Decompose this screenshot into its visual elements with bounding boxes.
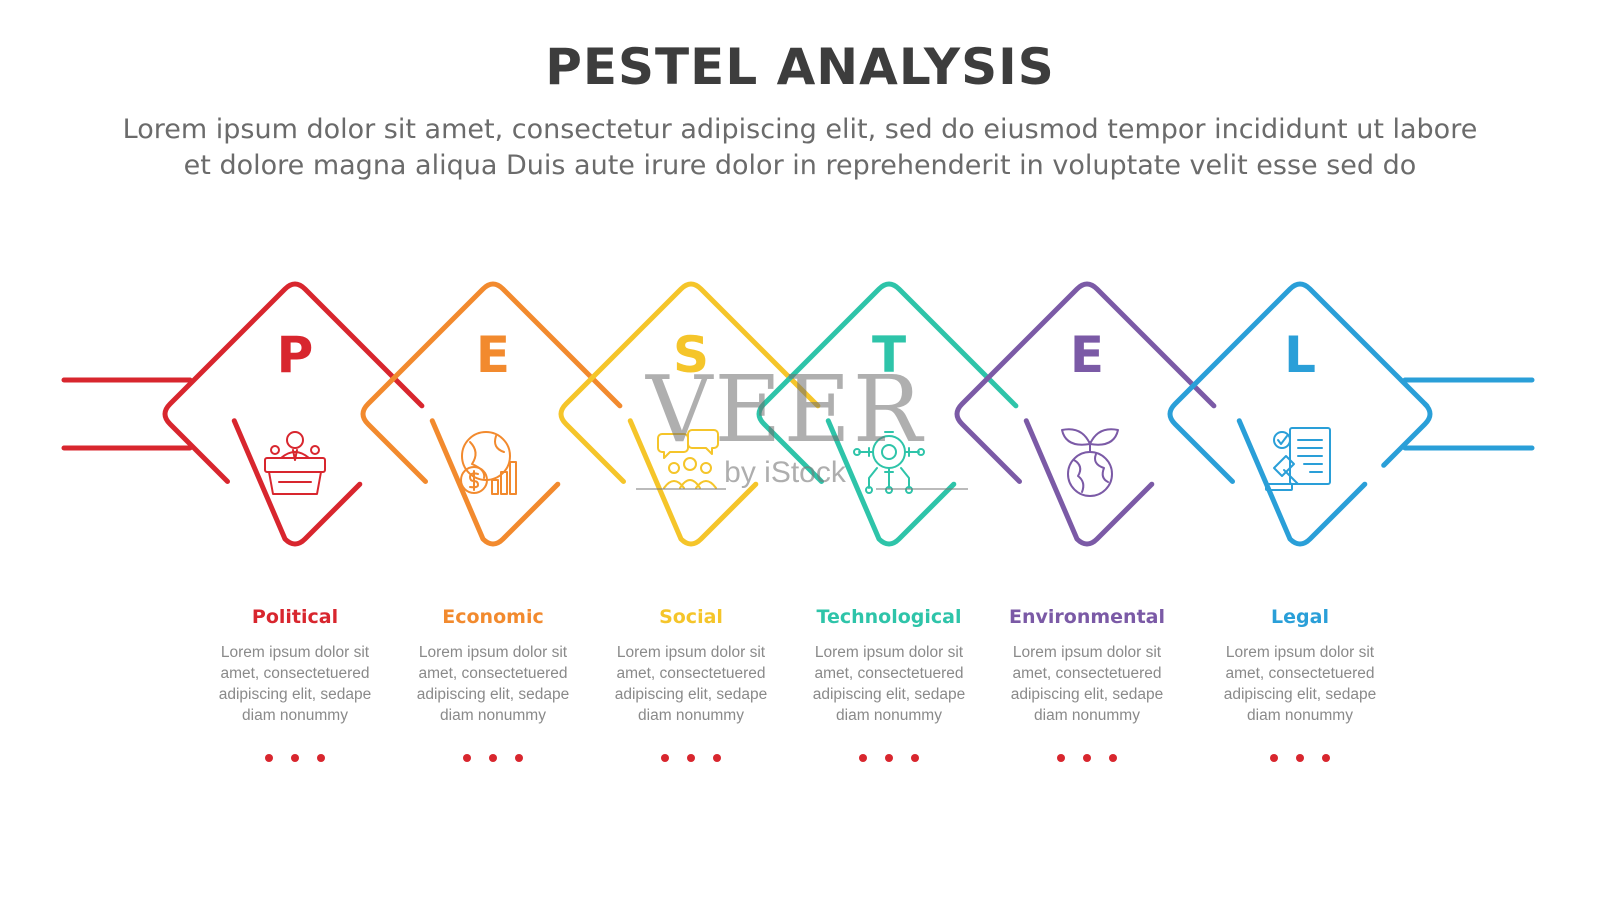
diamond-right-vertex-legal xyxy=(1381,401,1433,468)
desc-line: amet, consectetuered xyxy=(418,665,568,682)
letters-group: P E S T E L xyxy=(277,326,1316,384)
watermark-rule-left xyxy=(636,488,726,490)
diamonds-group xyxy=(162,281,1433,547)
more-dots-political xyxy=(265,754,325,764)
letter-s: S xyxy=(673,326,709,384)
more-dots-environmental xyxy=(1057,754,1117,764)
desc-line: diam nonummy xyxy=(440,707,546,724)
desc-line: Lorem ipsum dolor sit xyxy=(418,644,568,661)
letter-e-economic: E xyxy=(476,326,510,384)
letter-p: P xyxy=(277,326,314,384)
item-description: Lorem ipsum dolor sit amet, consectetuer… xyxy=(393,642,593,726)
letter-t: T xyxy=(872,326,906,384)
item-political: Political Lorem ipsum dolor sit amet, co… xyxy=(195,604,395,726)
page-subtitle: Lorem ipsum dolor sit amet, consectetur … xyxy=(60,112,1540,184)
desc-line: adipiscing elit, sedape xyxy=(812,686,966,703)
globe-money-chart-icon xyxy=(460,431,517,495)
desc-line: Lorem ipsum dolor sit xyxy=(1225,644,1375,661)
diamond-lower-legal xyxy=(1236,418,1368,547)
left-connector-lines xyxy=(61,377,193,451)
desc-line: diam nonummy xyxy=(836,707,942,724)
item-description: Lorem ipsum dolor sit amet, consectetuer… xyxy=(987,642,1187,726)
item-social: Social Lorem ipsum dolor sit amet, conse… xyxy=(591,604,791,726)
desc-line: adipiscing elit, sedape xyxy=(1223,686,1377,703)
desc-line: amet, consectetuered xyxy=(1225,665,1375,682)
desc-line: adipiscing elit, sedape xyxy=(416,686,570,703)
diamond-upper-technological xyxy=(756,281,1019,484)
diamond-lower-technological xyxy=(825,418,957,547)
desc-line: adipiscing elit, sedape xyxy=(614,686,768,703)
desc-line: diam nonummy xyxy=(1034,707,1140,724)
item-title: Environmental xyxy=(1009,606,1165,628)
desc-line: Lorem ipsum dolor sit xyxy=(616,644,766,661)
right-connector-lines xyxy=(1402,377,1535,451)
globe-leaves-icon xyxy=(1061,428,1119,497)
subtitle-line-2: et dolore magna aliqua Duis aute irure d… xyxy=(183,150,1417,181)
more-dots-social xyxy=(661,754,721,764)
desc-line: Lorem ipsum dolor sit xyxy=(220,644,370,661)
diamond-upper-political xyxy=(162,281,425,484)
desc-line: amet, consectetuered xyxy=(616,665,766,682)
item-technological: Technological Lorem ipsum dolor sit amet… xyxy=(789,604,989,726)
more-dots-technological xyxy=(859,754,919,764)
item-economic: Economic Lorem ipsum dolor sit amet, con… xyxy=(393,604,593,726)
item-title: Legal xyxy=(1271,606,1329,628)
more-dots-economic xyxy=(463,754,523,764)
diamond-lower-political xyxy=(231,418,363,547)
item-legal: Legal Lorem ipsum dolor sit amet, consec… xyxy=(1200,604,1400,726)
desc-line: diam nonummy xyxy=(1247,707,1353,724)
diamond-upper-legal xyxy=(1167,281,1430,484)
subtitle-line-1: Lorem ipsum dolor sit amet, consectetur … xyxy=(122,114,1478,145)
item-title: Social xyxy=(659,606,723,628)
desc-line: amet, consectetuered xyxy=(814,665,964,682)
desc-line: diam nonummy xyxy=(242,707,348,724)
watermark-rule-right xyxy=(876,488,968,490)
item-description: Lorem ipsum dolor sit amet, consectetuer… xyxy=(591,642,791,726)
diamond-upper-economic xyxy=(360,281,623,484)
item-description: Lorem ipsum dolor sit amet, consectetuer… xyxy=(195,642,395,726)
more-dots-legal xyxy=(1270,754,1330,764)
item-environmental: Environmental Lorem ipsum dolor sit amet… xyxy=(987,604,1187,726)
desc-line: amet, consectetuered xyxy=(220,665,370,682)
diamond-lower-environmental xyxy=(1023,418,1155,547)
desc-line: adipiscing elit, sedape xyxy=(218,686,372,703)
circuit-gear-icon xyxy=(853,431,925,494)
diamond-lower-economic xyxy=(429,418,561,547)
page-title: PESTEL ANALYSIS xyxy=(545,38,1055,96)
diamond-upper-environmental xyxy=(954,281,1217,484)
desc-line: adipiscing elit, sedape xyxy=(1010,686,1164,703)
letter-l: L xyxy=(1284,326,1316,384)
desc-line: diam nonummy xyxy=(638,707,744,724)
item-title: Economic xyxy=(442,606,544,628)
item-title: Political xyxy=(251,606,339,628)
desc-line: amet, consectetuered xyxy=(1012,665,1162,682)
desc-line: Lorem ipsum dolor sit xyxy=(814,644,964,661)
item-title: Technological xyxy=(816,606,962,628)
people-chat-icon xyxy=(657,429,719,489)
item-description: Lorem ipsum dolor sit amet, consectetuer… xyxy=(1200,642,1400,726)
diamond-upper-social xyxy=(558,281,821,484)
letter-e-environmental: E xyxy=(1070,326,1104,384)
item-description: Lorem ipsum dolor sit amet, consectetuer… xyxy=(789,642,989,726)
podium-speaker-icon xyxy=(264,431,326,495)
desc-line: Lorem ipsum dolor sit xyxy=(1012,644,1162,661)
diamond-lower-social xyxy=(627,418,759,547)
gavel-document-icon xyxy=(1265,427,1331,491)
